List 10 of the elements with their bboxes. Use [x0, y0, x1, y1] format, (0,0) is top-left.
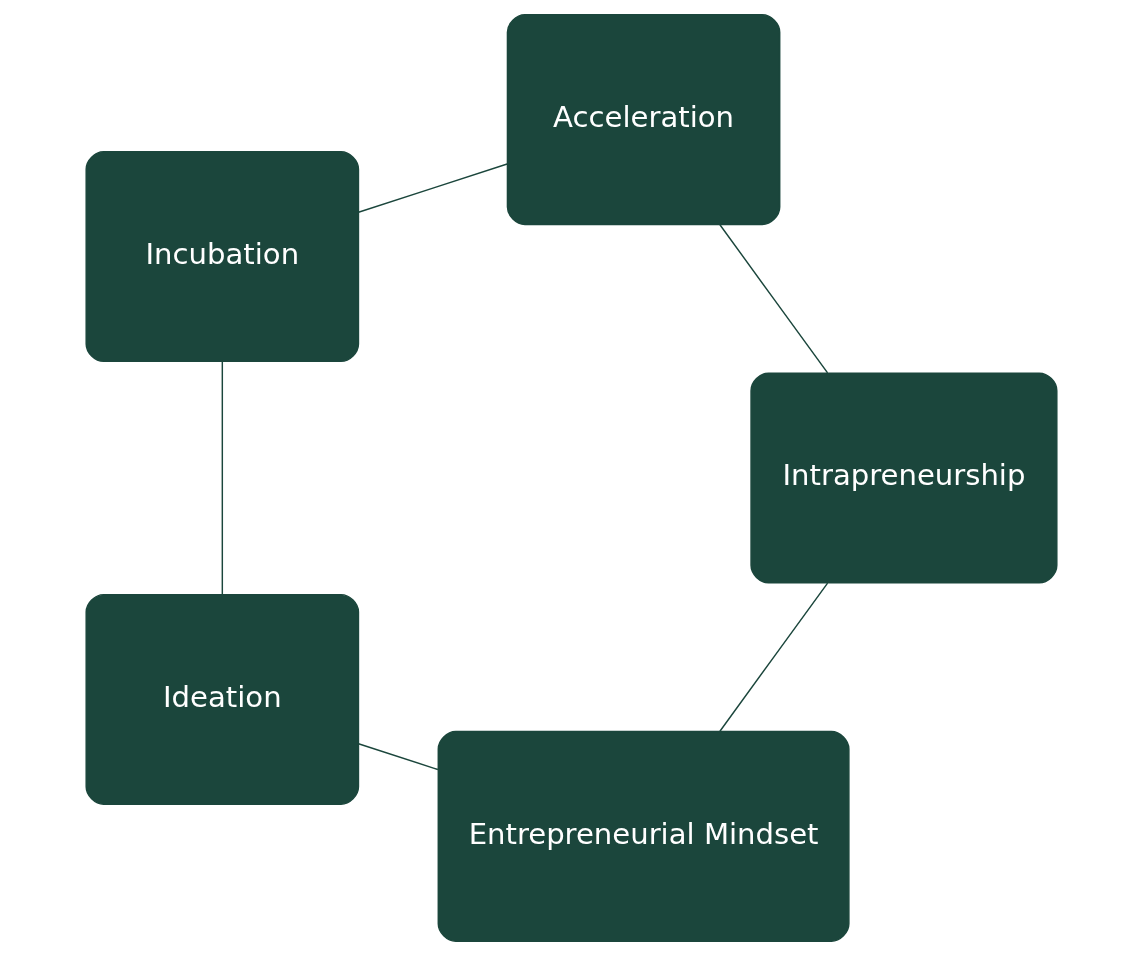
node-box: Ideation	[84, 593, 359, 805]
node-box: Entrepreneurial Mindset	[437, 730, 850, 942]
connector	[357, 742, 439, 770]
connector	[718, 223, 828, 374]
node-box: Incubation	[84, 150, 359, 362]
connector	[357, 162, 508, 213]
node-box: Intrapreneurship	[749, 371, 1058, 584]
node-box: Acceleration	[506, 13, 780, 225]
connector	[718, 581, 828, 732]
connector	[221, 360, 223, 595]
